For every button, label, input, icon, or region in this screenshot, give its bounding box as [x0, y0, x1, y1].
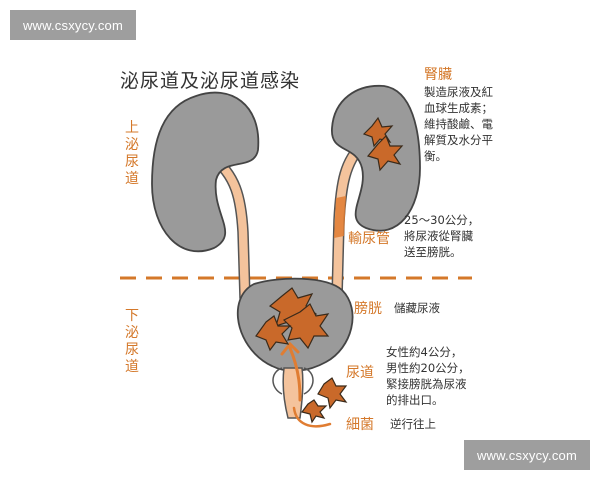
- ureter-desc-line: 25～30公分，: [404, 213, 480, 227]
- diagram-title: 泌尿道及泌尿道感染: [120, 70, 301, 92]
- kidney-desc-line: 衡。: [424, 149, 447, 163]
- kidney-desc-line: 解質及水分平: [424, 133, 493, 147]
- kidney-desc-line: 製造尿液及紅: [424, 85, 493, 99]
- lower-tract-char: 尿: [125, 342, 139, 358]
- urethra-desc-line: 的排出口。: [386, 393, 444, 407]
- upper-tract-label: 上 泌 尿 道: [124, 120, 140, 188]
- ureter-label: 輸尿管: [348, 231, 390, 247]
- bladder-label: 膀胱: [354, 301, 382, 317]
- bladder-description: 儲藏尿液: [394, 301, 440, 315]
- lower-tract-char: 下: [125, 308, 139, 324]
- kidney-desc-line: 血球生成素；: [424, 101, 493, 115]
- upper-tract-char: 尿: [125, 154, 139, 170]
- ascending-arrow-icon: [280, 341, 302, 402]
- bacteria-bladder-icon: [255, 287, 330, 352]
- right-ureter-infection: [334, 196, 346, 238]
- kidney-desc-line: 維持酸鹼、電: [424, 117, 493, 131]
- watermark-bottom: www.csxycy.com: [464, 440, 590, 470]
- urethra-description: 女性約4公分， 男性約20公分， 緊接膀胱為尿液 的排出口。: [386, 344, 470, 408]
- urethra-desc-line: 男性約20公分，: [386, 361, 470, 375]
- upper-tract-char: 道: [125, 171, 139, 187]
- watermark-top: www.csxycy.com: [10, 10, 136, 40]
- ureter-description: 25～30公分， 將尿液從腎臟 送至膀胱。: [404, 212, 479, 260]
- ureter-desc-line: 將尿液從腎臟: [404, 229, 473, 243]
- upper-tract-char: 泌: [125, 137, 139, 153]
- bacteria-description: 逆行往上: [390, 417, 436, 431]
- urethra-label: 尿道: [346, 365, 374, 381]
- urethra-outline: [272, 367, 314, 395]
- left-kidney: [151, 91, 260, 253]
- urethra-desc-line: 緊接膀胱為尿液: [386, 377, 467, 391]
- lower-tract-label: 下 泌 尿 道: [124, 308, 140, 376]
- ureter-desc-line: 送至膀胱。: [404, 245, 462, 259]
- upper-tract-char: 上: [125, 120, 139, 136]
- urethra-desc-line: 女性約4公分，: [386, 345, 463, 359]
- bacteria-path-arrow-icon: [292, 406, 332, 428]
- bacteria-urethra-icon: [300, 377, 348, 424]
- kidney-description: 製造尿液及紅 血球生成素； 維持酸鹼、電 解質及水分平 衡。: [424, 84, 493, 164]
- kidney-label: 腎臟: [424, 67, 452, 83]
- bacteria-label: 細菌: [346, 417, 374, 433]
- lower-tract-char: 泌: [125, 325, 139, 341]
- lower-tract-char: 道: [125, 359, 139, 375]
- bacteria-kidney-icon: [362, 116, 404, 172]
